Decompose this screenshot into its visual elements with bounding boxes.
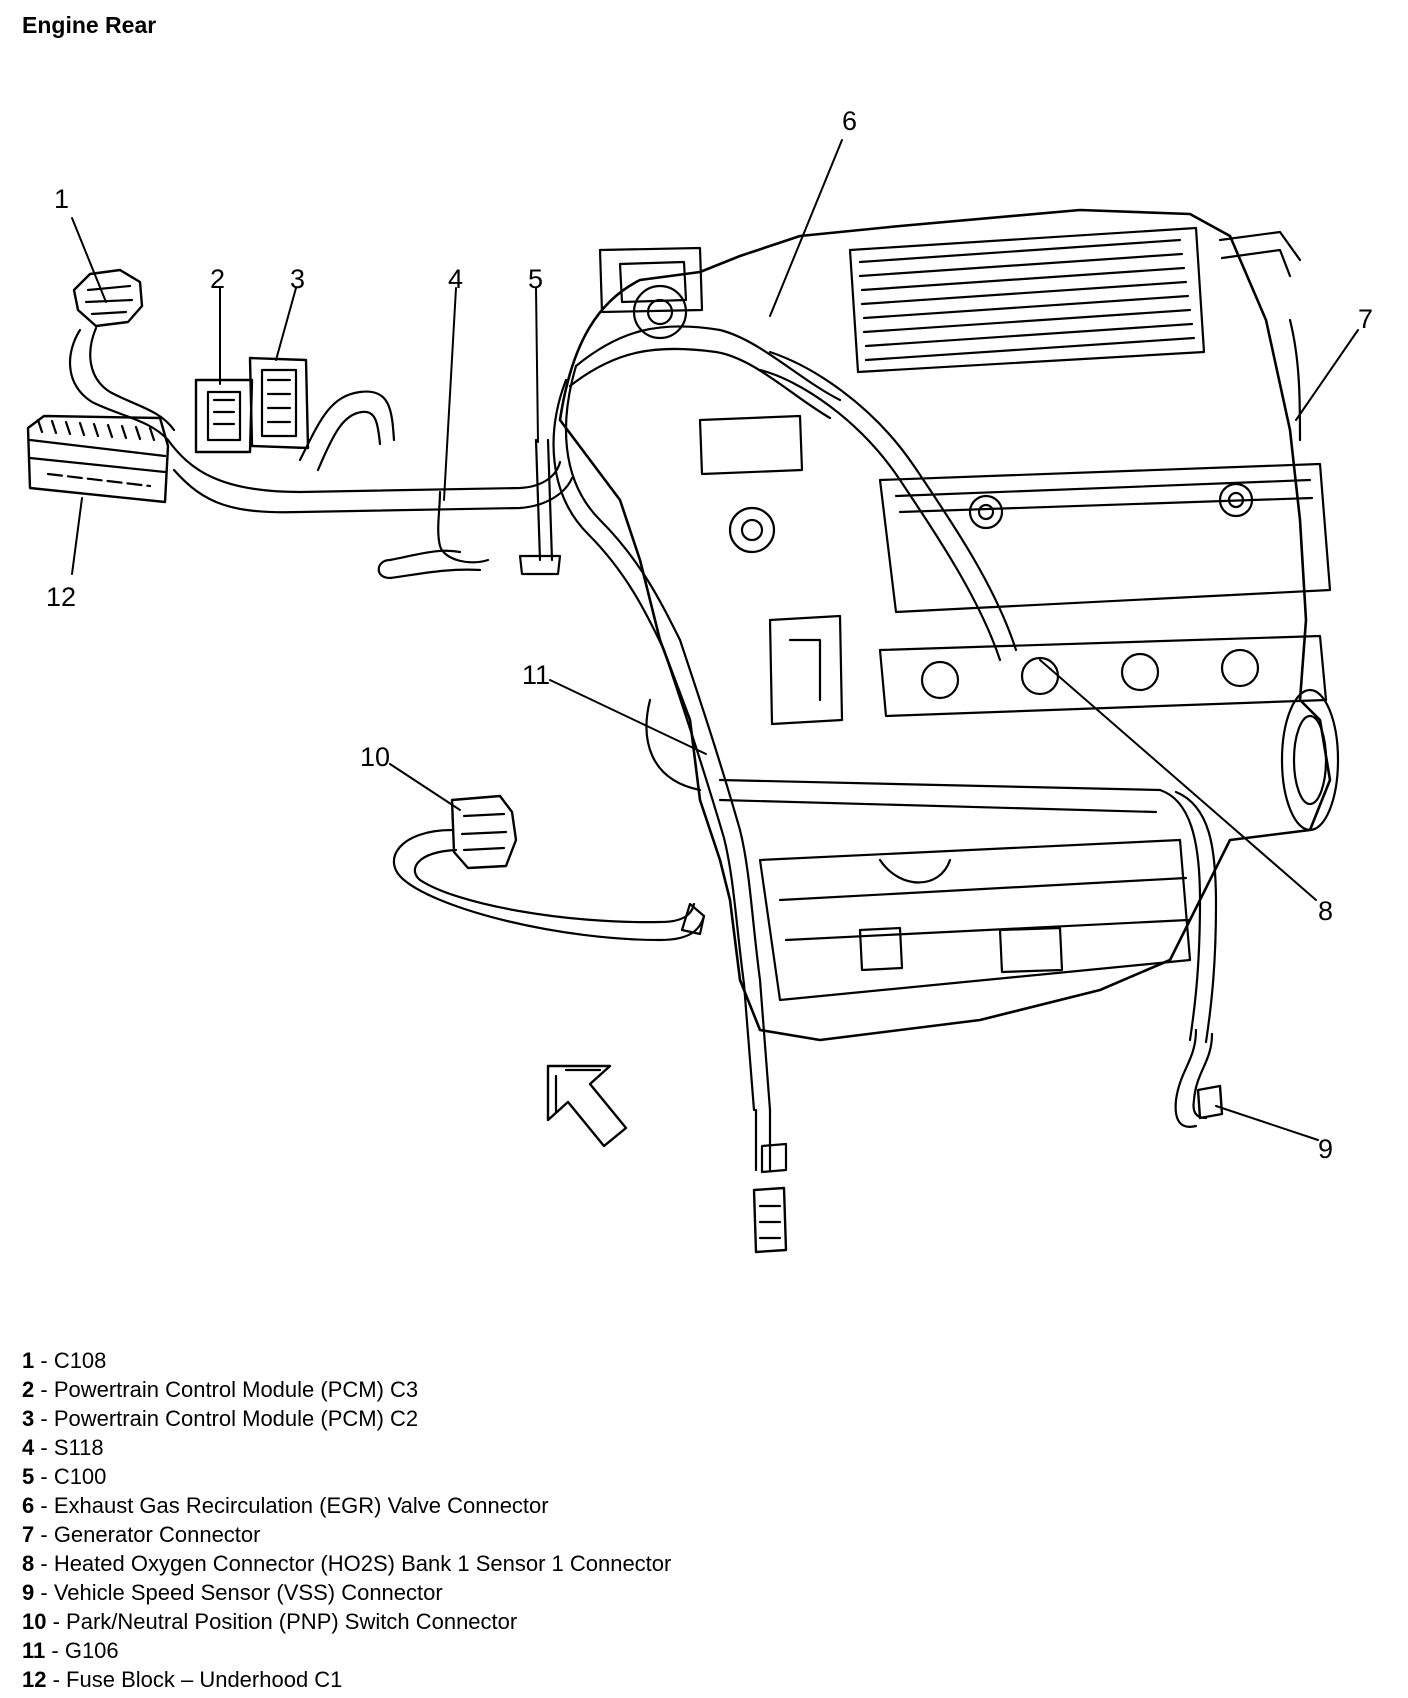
legend-separator: - — [45, 1638, 65, 1663]
pcm-connectors — [194, 356, 310, 454]
component-legend: 1 - C108 2 - Powertrain Control Module (… — [22, 1346, 671, 1694]
callout-number-4: 4 — [448, 264, 463, 294]
direction-arrow — [546, 1064, 628, 1148]
leader-4 — [443, 287, 457, 501]
legend-label: Fuse Block – Underhood C1 — [66, 1667, 343, 1692]
legend-item-7: 7 - Generator Connector — [22, 1520, 671, 1549]
legend-label: Heated Oxygen Connector (HO2S) Bank 1 Se… — [53, 1551, 672, 1576]
legend-label: G106 — [64, 1638, 119, 1663]
callout-number-5: 5 — [528, 264, 543, 294]
legend-separator: - — [46, 1667, 67, 1692]
legend-item-5: 5 - C100 — [22, 1462, 671, 1491]
fuse-block-underhood — [26, 414, 170, 504]
leader-11 — [549, 679, 707, 755]
diagram-title: Engine Rear — [22, 12, 157, 38]
legend-item-2: 2 - Powertrain Control Module (PCM) C3 — [22, 1375, 671, 1404]
legend-item-6: 6 - Exhaust Gas Recirculation (EGR) Valv… — [22, 1491, 671, 1520]
legend-separator: - — [34, 1493, 54, 1518]
legend-label: C108 — [53, 1348, 107, 1373]
left-harness-trunk — [166, 390, 574, 580]
legend-label: Powertrain Control Module (PCM) C3 — [53, 1377, 419, 1402]
legend-separator: - — [34, 1406, 54, 1431]
leader-1 — [71, 217, 107, 303]
legend-number: 3 — [22, 1406, 35, 1431]
callout-numbers: 1 2 3 4 5 6 7 8 9 10 11 12 — [46, 106, 1373, 1164]
legend-separator: - — [34, 1464, 54, 1489]
legend-label: Generator Connector — [53, 1522, 261, 1547]
leader-7 — [1295, 329, 1359, 421]
leader-9 — [1215, 1105, 1319, 1141]
legend-number: 12 — [22, 1667, 47, 1692]
legend-label: Exhaust Gas Recirculation (EGR) Valve Co… — [53, 1493, 549, 1518]
bottom-pigtail-connector — [752, 1108, 788, 1254]
c108-connector — [69, 268, 176, 442]
legend-item-10: 10 - Park/Neutral Position (PNP) Switch … — [22, 1607, 671, 1636]
legend-label: S118 — [53, 1435, 104, 1460]
leader-8 — [1039, 659, 1317, 901]
legend-number: 4 — [22, 1435, 35, 1460]
callout-number-12: 12 — [46, 582, 76, 612]
legend-separator: - — [34, 1522, 54, 1547]
engine-harness — [552, 230, 1302, 1112]
legend-label: C100 — [53, 1464, 107, 1489]
legend-number: 2 — [22, 1377, 35, 1402]
legend-separator: - — [34, 1551, 54, 1576]
engine-rear-diagram: 1 2 3 4 5 6 7 8 9 10 11 12 — [26, 106, 1373, 1254]
legend-separator: - — [34, 1435, 54, 1460]
legend-number: 10 — [22, 1609, 47, 1634]
legend-number: 9 — [22, 1580, 35, 1605]
legend-item-8: 8 - Heated Oxygen Connector (HO2S) Bank … — [22, 1549, 671, 1578]
legend-number: 1 — [22, 1348, 35, 1373]
legend-separator: - — [34, 1377, 54, 1402]
callout-number-11: 11 — [522, 660, 550, 690]
leader-5 — [535, 287, 539, 443]
legend-number: 11 — [22, 1638, 46, 1663]
legend-item-11: 11 - G106 — [22, 1636, 671, 1665]
callout-number-1: 1 — [54, 184, 69, 214]
legend-item-1: 1 - C108 — [22, 1346, 671, 1375]
vss-connector — [1174, 1028, 1224, 1128]
leader-3 — [275, 287, 297, 361]
legend-item-3: 3 - Powertrain Control Module (PCM) C2 — [22, 1404, 671, 1433]
legend-item-4: 4 - S118 — [22, 1433, 671, 1462]
callout-number-10: 10 — [360, 742, 390, 772]
leader-lines — [71, 139, 1359, 1141]
pnp-switch-connector — [392, 794, 706, 942]
legend-label: Vehicle Speed Sensor (VSS) Connector — [53, 1580, 443, 1605]
leader-10 — [389, 763, 461, 811]
legend-number: 6 — [22, 1493, 35, 1518]
legend-separator: - — [34, 1348, 54, 1373]
legend-number: 7 — [22, 1522, 35, 1547]
legend-separator: - — [46, 1609, 67, 1634]
leader-12 — [71, 497, 83, 575]
callout-number-7: 7 — [1358, 304, 1373, 334]
legend-number: 5 — [22, 1464, 35, 1489]
callout-number-2: 2 — [210, 264, 225, 294]
legend-number: 8 — [22, 1551, 35, 1576]
callout-number-9: 9 — [1318, 1134, 1333, 1164]
callout-number-3: 3 — [290, 264, 305, 294]
engine-block — [558, 208, 1340, 1042]
legend-item-9: 9 - Vehicle Speed Sensor (VSS) Connector — [22, 1578, 671, 1607]
leader-6 — [769, 139, 843, 317]
legend-label: Park/Neutral Position (PNP) Switch Conne… — [66, 1609, 518, 1634]
legend-label: Powertrain Control Module (PCM) C2 — [53, 1406, 419, 1431]
legend-item-12: 12 - Fuse Block – Underhood C1 — [22, 1665, 671, 1694]
legend-separator: - — [34, 1580, 54, 1605]
callout-number-6: 6 — [842, 106, 857, 136]
callout-number-8: 8 — [1318, 896, 1333, 926]
